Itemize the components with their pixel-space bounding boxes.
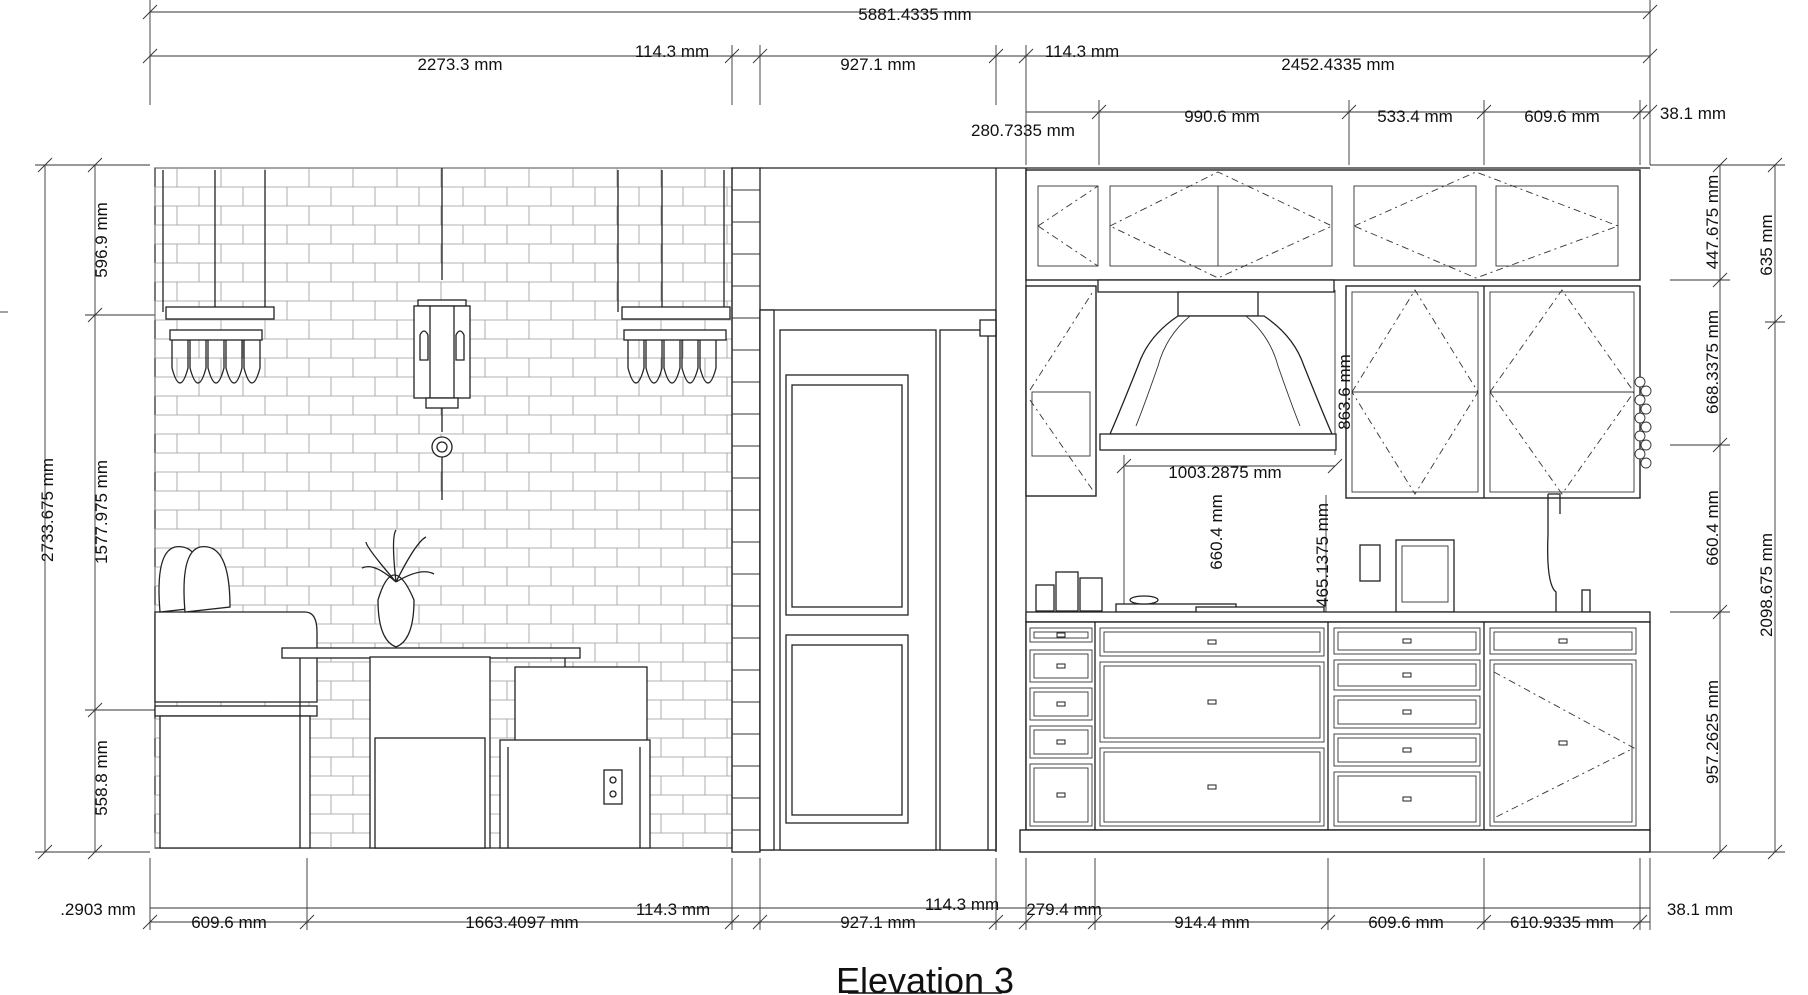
dim-top-2452: 2452.4335 mm [1281, 55, 1394, 74]
dim-top-2273: 2273.3 mm [417, 55, 502, 74]
upper-glass-cabinets [1025, 169, 1641, 281]
dim-top-114a: 114.3 mm [635, 42, 709, 61]
dim-inner-660: 660.4 mm [1207, 494, 1226, 570]
dining-chairs [369, 656, 651, 849]
dimension-lines [0, 0, 1785, 930]
dim-top-38: 38.1 mm [1660, 104, 1726, 123]
dim-left-1577: 1577.975 mm [92, 460, 111, 564]
dim-right-668: 668.3375 mm [1703, 310, 1722, 414]
dim-right-957: 957.2625 mm [1703, 680, 1722, 784]
dim-bottom-610: 610.9335 mm [1510, 913, 1614, 932]
dim-top-114b: 114.3 mm [1045, 42, 1119, 61]
dim-top-280: 280.7335 mm [971, 121, 1075, 140]
door [759, 309, 997, 851]
dim-bottom-609b: 609.6 mm [1368, 913, 1444, 932]
dim-left-558: 558.8 mm [92, 740, 111, 816]
countertop-items [1035, 493, 1591, 614]
banquette-seat [154, 546, 318, 849]
range-hood [1097, 279, 1337, 451]
dimension-labels: 5881.4335 mm 2273.3 mm 114.3 mm 927.1 mm… [38, 5, 1776, 932]
dim-bottom-914: 914.4 mm [1174, 913, 1250, 932]
dim-top-533: 533.4 mm [1377, 107, 1453, 126]
dim-inner-863: 863.6 mm [1335, 354, 1354, 430]
dim-right-660: 660.4 mm [1703, 490, 1722, 566]
dim-right-447: 447.675 mm [1703, 175, 1722, 270]
dim-top-609: 609.6 mm [1524, 107, 1600, 126]
dim-left-596: 596.9 mm [92, 202, 111, 278]
grape-ornament [1634, 376, 1652, 469]
dim-bottom-927: 927.1 mm [840, 913, 916, 932]
base-cabinets [1019, 621, 1651, 853]
dim-right-2098: 2098.675 mm [1757, 533, 1776, 637]
dim-right-635: 635 mm [1757, 214, 1776, 275]
wall-outlet [603, 769, 623, 805]
dim-inner-465: 465.1375 mm [1313, 503, 1332, 607]
dim-top-overall: 5881.4335 mm [858, 5, 971, 24]
dim-bottom-114a: 114.3 mm [636, 900, 710, 919]
dim-hood-width: 1003.2875 mm [1168, 463, 1281, 482]
upper-cabinet-left [1025, 285, 1097, 497]
upper-glass-cabinets-right [1345, 285, 1641, 499]
dim-left-outer: 2733.675 mm [38, 458, 57, 562]
hanging-pot-rack-right [617, 170, 731, 384]
dim-bottom-0290: .2903 mm [60, 900, 136, 919]
dim-bottom-1663: 1663.4097 mm [465, 913, 578, 932]
stone-pilaster [731, 167, 761, 853]
dim-bottom-609a: 609.6 mm [191, 913, 267, 932]
dim-bottom-114b: 114.3 mm [925, 895, 999, 914]
pendant-lantern [413, 168, 471, 500]
dim-bottom-279: 279.4 mm [1026, 900, 1102, 919]
dim-top-990: 990.6 mm [1184, 107, 1260, 126]
elevation-title: Elevation 3 [836, 960, 1014, 995]
dim-top-927: 927.1 mm [840, 55, 916, 74]
dim-bottom-38: 38.1 mm [1667, 900, 1733, 919]
countertop [1025, 611, 1651, 623]
plant-vase [361, 529, 435, 648]
hanging-pot-rack-left [162, 170, 275, 384]
